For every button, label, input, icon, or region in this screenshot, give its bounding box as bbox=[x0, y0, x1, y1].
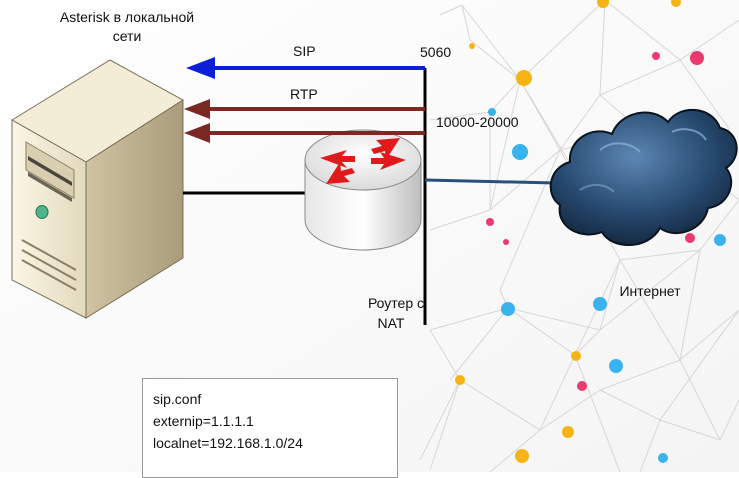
server-label-line2: сети bbox=[113, 28, 142, 44]
decorative-dot bbox=[562, 426, 574, 438]
server-label-line1: Asterisk в локальной bbox=[60, 9, 194, 25]
uplink-cable bbox=[424, 178, 556, 185]
sip-port-label: 5060 bbox=[420, 44, 451, 60]
decorative-dot bbox=[658, 453, 668, 463]
conf-line-localnet: localnet=192.168.1.0/24 bbox=[153, 435, 303, 451]
decorative-dot bbox=[685, 233, 695, 243]
rtp-arrow-1 bbox=[184, 99, 425, 119]
decorative-dots bbox=[455, 0, 726, 463]
decorative-dot bbox=[469, 43, 475, 49]
sip-arrow bbox=[186, 57, 425, 79]
server-icon bbox=[11, 59, 184, 319]
decorative-dot bbox=[571, 351, 581, 361]
decorative-dot bbox=[488, 108, 496, 116]
decorative-dot bbox=[503, 239, 509, 245]
decorative-dot bbox=[455, 375, 465, 385]
decorative-dot bbox=[486, 218, 494, 226]
router-icon bbox=[304, 129, 422, 251]
decorative-dot bbox=[593, 297, 607, 311]
internet-label: Интернет bbox=[619, 283, 681, 299]
sip-conf-box: sip.conf externip=1.1.1.1 localnet=192.1… bbox=[142, 378, 398, 478]
decorative-dot bbox=[577, 381, 587, 391]
decorative-dot bbox=[516, 70, 532, 86]
decorative-dot bbox=[501, 302, 515, 316]
decorative-dot bbox=[515, 449, 529, 463]
decorative-dot bbox=[609, 359, 623, 373]
conf-line-externip: externip=1.1.1.1 bbox=[153, 413, 254, 429]
decorative-dot bbox=[652, 52, 660, 60]
decorative-dot bbox=[690, 51, 704, 65]
router-arrows-icon bbox=[320, 138, 406, 184]
rtp-ports-label: 10000-20000 bbox=[436, 114, 519, 130]
internet-cloud-icon bbox=[549, 108, 738, 246]
decorative-dot bbox=[671, 0, 681, 7]
decorative-dot bbox=[512, 144, 528, 160]
rtp-arrow-2 bbox=[184, 123, 425, 143]
decorative-dot bbox=[714, 234, 726, 246]
sip-label: SIP bbox=[293, 43, 316, 59]
decorative-dot bbox=[597, 0, 609, 8]
router-label-line1: Роутер с bbox=[368, 295, 424, 311]
rtp-label: RTP bbox=[290, 86, 318, 102]
conf-line-filename: sip.conf bbox=[153, 391, 202, 407]
router-label-line2: NAT bbox=[378, 315, 405, 331]
